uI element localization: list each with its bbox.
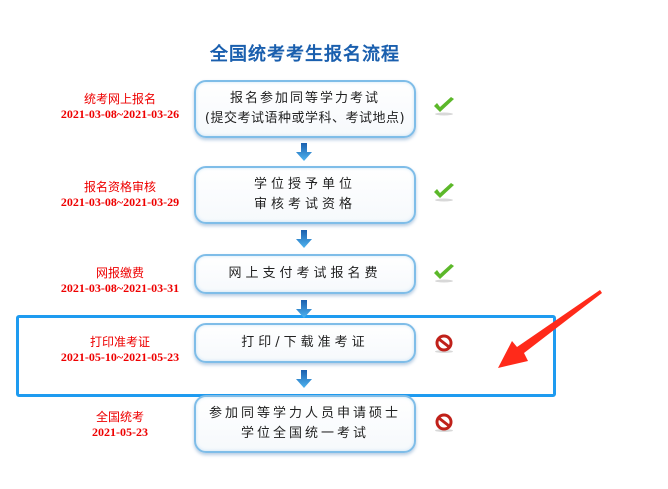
- box-line-2: (提交考试语种或学科、考试地点): [204, 111, 406, 126]
- step-4-box: 打印/下载准考证: [194, 323, 416, 363]
- step-date: 2021-05-23: [92, 425, 148, 439]
- step-date: 2021-03-08~2021-03-29: [60, 195, 180, 209]
- step-date: 2021-03-08~2021-03-26: [60, 107, 180, 121]
- step-2-label: 报名资格审核 2021-03-08~2021-03-29: [40, 180, 200, 210]
- step-5-box: 参加同等学力人员申请硕士 学位全国统一考试: [194, 395, 416, 453]
- box-line-1: 打印/下载准考证: [241, 335, 369, 350]
- down-arrow-icon: [296, 143, 312, 161]
- down-arrow-icon: [296, 230, 312, 248]
- check-icon: [434, 183, 454, 202]
- down-arrow-icon: [296, 370, 312, 388]
- step-2-box: 学位授予单位 审核考试资格: [194, 166, 416, 224]
- box-line-1: 网上支付考试报名费: [228, 266, 382, 281]
- pointer-arrow-icon: [498, 290, 602, 368]
- box-line-1: 学位授予单位: [253, 177, 356, 192]
- step-date: 2021-03-08~2021-03-31: [60, 281, 180, 295]
- step-3-label: 网报缴费 2021-03-08~2021-03-31: [40, 266, 200, 296]
- box-line-2: 学位全国统一考试: [240, 426, 369, 441]
- step-4-label: 打印准考证 2021-05-10~2021-05-23: [40, 335, 200, 365]
- step-1-box: 报名参加同等学力考试 (提交考试语种或学科、考试地点): [194, 80, 416, 138]
- step-1-label: 统考网上报名 2021-03-08~2021-03-26: [40, 92, 200, 122]
- step-3-box: 网上支付考试报名费: [194, 254, 416, 294]
- step-name: 全国统考: [95, 410, 144, 424]
- step-name: 打印准考证: [89, 335, 150, 349]
- step-5-label: 全国统考 2021-05-23: [40, 410, 200, 440]
- step-date: 2021-05-10~2021-05-23: [60, 350, 180, 364]
- blocked-icon: [435, 334, 453, 353]
- check-icon: [434, 97, 454, 116]
- step-name: 统考网上报名: [83, 92, 156, 106]
- box-line-2: 审核考试资格: [253, 197, 356, 212]
- step-name: 网报缴费: [95, 266, 144, 280]
- page-title: 全国统考考生报名流程: [210, 44, 400, 65]
- blocked-icon: [435, 413, 453, 432]
- check-icon: [434, 264, 454, 283]
- box-line-1: 报名参加同等学力考试: [229, 91, 380, 106]
- step-name: 报名资格审核: [83, 180, 156, 194]
- down-arrow-icon: [296, 300, 312, 318]
- box-line-1: 参加同等学力人员申请硕士: [208, 406, 401, 421]
